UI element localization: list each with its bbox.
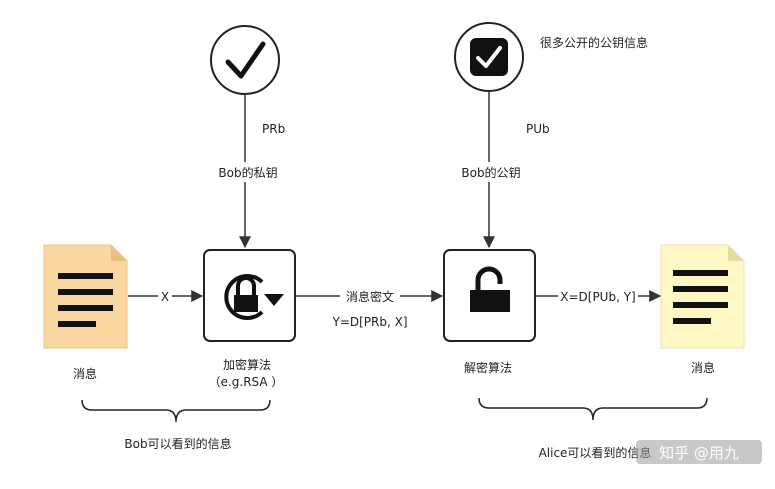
lock-rotate-icon [224, 274, 284, 320]
public-key-caption: Bob的公钥 [461, 165, 520, 180]
right-document-label: 消息 [691, 360, 715, 375]
private-key-name: PRb [262, 122, 285, 136]
private-key-check-icon [210, 25, 280, 95]
unlock-icon [470, 266, 510, 312]
bob-scope-label: Bob可以看到的信息 [124, 436, 231, 451]
decrypt-label: 解密算法 [464, 360, 512, 375]
alice-scope-label: Alice可以看到的信息 [539, 445, 652, 460]
input-arrow-label: X [161, 290, 169, 304]
public-key-checkbox-icon [454, 22, 524, 92]
watermark: 知乎 @用九 [636, 440, 762, 464]
bob-scope-brace [81, 399, 271, 423]
ciphertext-label: 消息密文 [346, 289, 394, 304]
decrypt-output-formula: X=D[PUb, Y] [560, 290, 635, 304]
left-document-label: 消息 [73, 366, 97, 381]
ciphertext-formula: Y=D[PRb, X] [331, 315, 407, 329]
encrypt-label: 加密算法 [223, 357, 271, 372]
public-key-note: 很多公开的公钥信息 [540, 35, 648, 50]
private-key-caption: Bob的私钥 [218, 165, 277, 180]
left-document-icon [43, 244, 128, 349]
public-key-name: PUb [526, 122, 550, 136]
encrypt-sublabel: （e.g.RSA ） [209, 375, 284, 389]
encrypt-box [203, 249, 296, 342]
alice-scope-brace [478, 397, 708, 421]
watermark-text: 知乎 @用九 [659, 444, 739, 462]
decrypt-box [443, 249, 536, 342]
right-document-icon [660, 244, 745, 349]
